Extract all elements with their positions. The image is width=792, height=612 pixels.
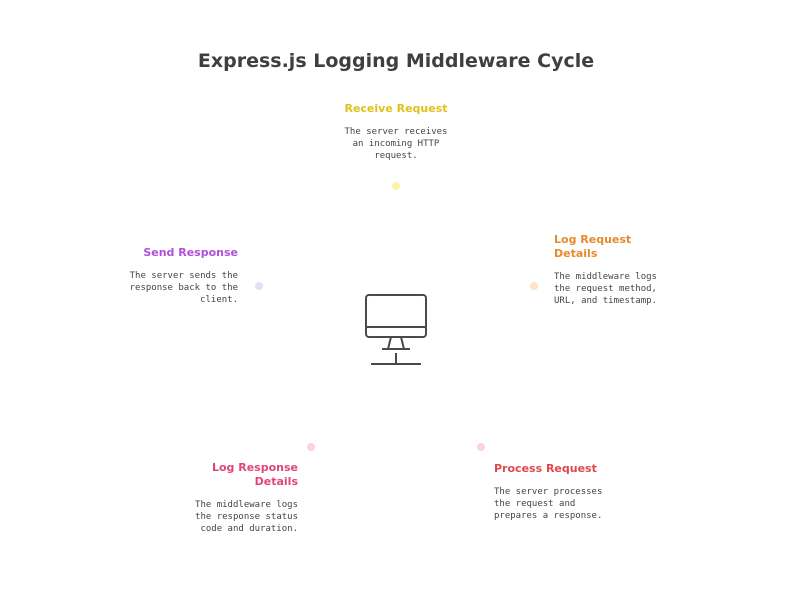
step-heading: Receive Request (344, 102, 448, 115)
monitor-icon (365, 294, 427, 365)
step-log-response-details: Log Response Details The middleware logs… (98, 461, 298, 535)
cycle-dot-receive (392, 182, 400, 190)
step-description: The server processes the request and pre… (494, 487, 603, 521)
step-description: The server sends the response back to th… (129, 271, 238, 305)
step-log-request-details: Log Request Details The middleware logs … (554, 233, 754, 307)
step-send-response: Send Response The server sends the respo… (38, 246, 238, 306)
step-receive-request: Receive Request The server receives an i… (296, 102, 496, 162)
cycle-dot-send (255, 282, 263, 290)
step-description: The server receives an incoming HTTP req… (344, 127, 448, 161)
step-process-request: Process Request The server processes the… (494, 462, 694, 522)
diagram-title: Express.js Logging Middleware Cycle (197, 50, 595, 72)
step-heading: Process Request (494, 462, 597, 475)
step-heading: Log Response Details (211, 461, 298, 488)
step-description: The middleware logs the response status … (195, 500, 298, 534)
cycle-dot-log-response (307, 443, 315, 451)
cycle-dot-process (477, 443, 485, 451)
step-description: The middleware logs the request method, … (554, 272, 657, 306)
step-heading: Log Request Details (554, 233, 632, 260)
cycle-dot-log-request (530, 282, 538, 290)
step-heading: Send Response (143, 246, 238, 259)
